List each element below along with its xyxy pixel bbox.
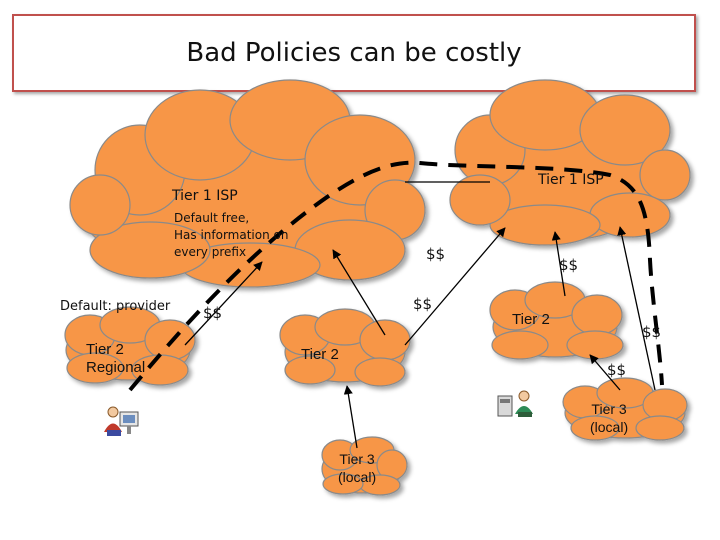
note-line: Default free, [174,211,250,225]
tier3-center-label: Tier 3 (local) [338,450,376,486]
tier2-center-cloud [279,308,411,387]
link-t2reg-t1l [184,261,263,346]
edge-cost-label: $$ [426,245,446,263]
bad-policy-path [128,160,664,392]
tier2-right-label: Tier 2 [512,311,550,328]
tier2-regional-label: Tier 2 Regional [86,341,145,377]
label-line: Tier 2 [86,341,124,358]
link-t3r-t2r [589,354,621,391]
slide-title: Bad Policies can be costly [186,38,522,68]
edge-cost-label: $$ [642,323,662,341]
label-line: Tier 3 [591,401,627,417]
link-t3c-t2c [343,385,358,449]
host-left-icon [104,406,139,436]
label-line: (local) [590,419,629,435]
title-box: Bad Policies can be costly [12,14,696,92]
link-t2r-t1r [551,231,566,297]
tier1-right-cloud [449,79,691,246]
label-line: Regional [86,359,146,376]
edge-cost-label: $$ [607,361,627,379]
edge-cost-label: $$ [413,295,433,313]
tier1-left-note: Default free, Has information on every p… [174,210,288,261]
note-line: every prefix [174,245,247,259]
edge-cost-label: $$ [203,304,223,322]
tier3-center-cloud [321,436,408,496]
link-t2c-t1r [404,227,506,346]
tier2-regional-side-note: Default: provider [60,299,171,314]
label-line: (local) [338,469,377,485]
tier3-right-cloud [562,377,688,441]
link-t2c-t1l [332,249,386,336]
link-t3r-t1r [617,226,656,391]
label-line: Tier 3 [339,451,375,467]
edge-cost-label: $$ [559,256,579,274]
tier1-left-cloud [69,79,426,288]
tier2-center-label: Tier 2 [301,346,339,363]
tier2-right-cloud [489,281,624,360]
tier1-right-label: Tier 1 ISP [538,172,604,188]
note-line: Has information on [174,228,289,242]
tier1-left-label: Tier 1 ISP [172,188,238,204]
host-right-icon [497,390,533,417]
tier2-regional-cloud [64,306,196,386]
tier3-right-label: Tier 3 (local) [590,400,628,436]
